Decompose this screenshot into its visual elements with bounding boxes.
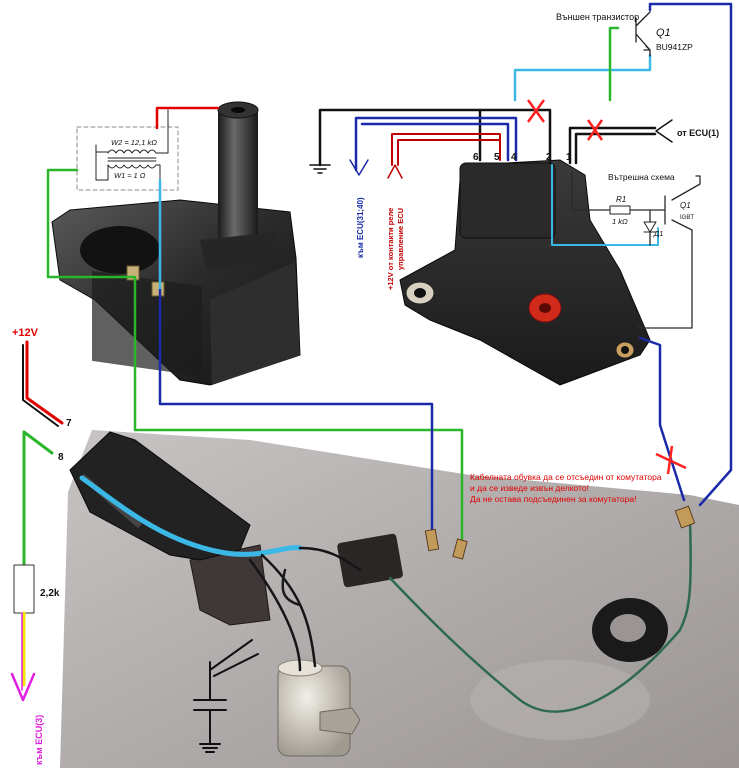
cyan-wire-vacuum <box>79 475 303 557</box>
label-resistor-2k2: 2,2k <box>40 588 60 599</box>
label-q1-int-type: IGBT <box>680 215 694 221</box>
w1-winding <box>107 164 157 169</box>
blue-wire-pin6 <box>360 122 510 162</box>
ecu1-input-wire <box>568 126 657 165</box>
red-wire-pin7 <box>25 340 64 425</box>
label-ext-transistor: Външен транзистор <box>556 12 639 22</box>
blue-wire-q1ext-collector <box>648 2 733 507</box>
label-pin7: 7 <box>66 418 72 429</box>
w2-winding <box>107 149 157 154</box>
spade-terminals <box>424 505 696 560</box>
label-w2: W2 = 12,1 kΩ <box>111 138 157 147</box>
label-r1: R1 <box>616 195 626 204</box>
green-wire-q1ext <box>608 26 620 102</box>
label-w1: W1 ≈ 1 Ω <box>114 171 146 180</box>
connector-block <box>337 533 403 588</box>
warning-note-line2: и да се изведе извън делкото! <box>470 483 590 493</box>
green-wire-coil <box>46 168 464 547</box>
label-d1: Д1 <box>653 229 663 238</box>
internal-circuit-wires <box>571 171 701 329</box>
label-q1-ext: Q1 <box>656 27 671 39</box>
label-internal-circuit: Вътрешна схема <box>608 172 675 182</box>
capacitor-symbol <box>193 661 227 753</box>
black-wire-2 <box>478 108 552 165</box>
label-pin4: 4 <box>511 152 517 163</box>
red-wire-pin5 <box>391 133 501 166</box>
d1-diode <box>643 221 657 233</box>
blue-wire-coil-terminal <box>158 288 434 537</box>
cut-marks <box>526 99 687 475</box>
label-pin8: 8 <box>58 452 64 463</box>
harness-wires <box>248 546 362 672</box>
label-pin2: 2 <box>546 152 552 163</box>
ignition-module <box>399 159 651 386</box>
ignition-coil <box>51 101 301 386</box>
blue-wire-pin4 <box>354 116 518 172</box>
ecu1-arrow <box>655 119 673 143</box>
label-pin6: 6 <box>473 152 479 163</box>
label-q1-ext-part: BU941ZP <box>656 42 693 52</box>
resistor-2k2 <box>13 564 35 614</box>
coil-hv-tower <box>200 101 282 270</box>
label-from-ecu1: от ECU(1) <box>677 128 719 138</box>
ecu3-arrow <box>10 672 36 702</box>
capacitor-switch <box>209 639 259 677</box>
label-plus12-relay-1: +12V от контакти реле <box>386 208 395 290</box>
label-plus12-relay-2: управление ECU <box>396 208 405 270</box>
green-harness-wire <box>388 518 692 713</box>
warning-note: Кабелната обувка да се отсъедин от комут… <box>470 472 720 505</box>
label-to-ecu31-40: към ECU(31;40) <box>356 197 365 258</box>
pickup-bracket <box>189 544 271 626</box>
label-plus12v: +12V <box>12 327 39 339</box>
ground-symbol-top <box>309 164 331 174</box>
condenser <box>277 659 361 757</box>
label-pin5: 5 <box>494 152 500 163</box>
coil-winding-box <box>76 126 179 191</box>
coil-terminal-right <box>151 281 165 297</box>
black-wire-pin7 <box>22 344 59 427</box>
r1-resistor <box>609 205 631 215</box>
pickup-ring <box>592 598 668 662</box>
cyan-wire-pin2-internal <box>551 164 659 246</box>
green-wire-pin8 <box>22 430 54 567</box>
label-to-ecu3: към ECU(3) <box>34 715 44 765</box>
module-red-cap <box>528 293 562 323</box>
red-wire-coil-hv <box>155 106 220 130</box>
label-pin1: 1 <box>566 152 572 163</box>
ecu31-arrow <box>349 159 369 176</box>
q1-ext-symbol <box>635 11 651 57</box>
cyan-wire-q1ext <box>513 53 652 102</box>
warning-note-line3: Да не остава подсъединен за комутатора! <box>470 494 637 504</box>
warning-note-line1: Кабелната обувка да се отсъедин от комут… <box>470 472 662 482</box>
label-q1-int: Q1 <box>680 201 691 210</box>
relay-arrow <box>387 164 403 179</box>
label-r1-value: 1 kΩ <box>612 217 628 226</box>
